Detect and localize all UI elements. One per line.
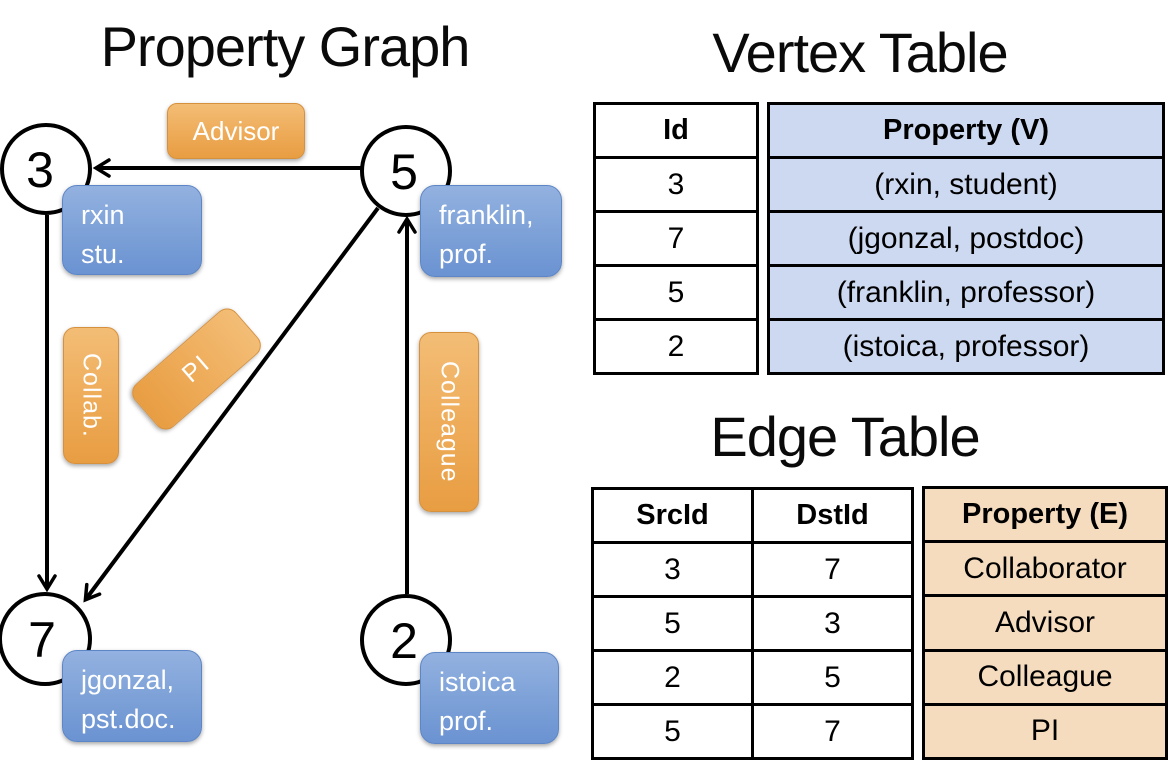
vertex-table-property-column: Property (V) (rxin, student) (jgonzal, p… <box>767 102 1165 375</box>
node-label-2: istoica prof. <box>420 652 559 744</box>
edge-table-dstid-cell: 3 <box>754 598 911 652</box>
edge-table-srcid-column: SrcId 3 5 2 5 <box>594 490 754 757</box>
node-label-7-line1: jgonzal, <box>81 665 175 695</box>
edge-5-to-7 <box>83 206 380 603</box>
edge-table-header-srcid: SrcId <box>594 490 751 544</box>
edge-label-advisor: Advisor <box>167 103 305 159</box>
edge-label-collab-text: Collab. <box>77 353 106 438</box>
node-label-3-line1: rxin <box>81 200 125 230</box>
vertex-table-id-column: Id 3 7 5 2 <box>593 102 759 375</box>
edge-table-title: Edge Table <box>710 405 980 468</box>
vertex-table-property-cell: (rxin, student) <box>770 159 1162 213</box>
property-graph-title: Property Graph <box>100 15 471 78</box>
edge-table-property-cell: Colleague <box>925 651 1165 706</box>
edge-table-property-column: Property (E) Collaborator Advisor Collea… <box>922 486 1168 760</box>
node-label-5: franklin, prof. <box>420 185 562 277</box>
vertex-table-property-cell: (franklin, professor) <box>770 267 1162 321</box>
edge-table-property-cell: PI <box>925 705 1165 758</box>
vertex-table-id-cell: 2 <box>667 329 685 363</box>
node-label-5-line1: franklin, <box>439 200 534 230</box>
node-id-7: 7 <box>28 612 56 668</box>
node-label-5-line2: prof. <box>439 239 494 269</box>
node-label-7: jgonzal, pst.doc. <box>62 650 202 742</box>
edge-table-header-dstid: DstId <box>754 490 911 544</box>
node-label-3-line2: stu. <box>81 239 125 269</box>
edge-table-srcid-cell: 2 <box>594 652 751 706</box>
edge-table-dstid-column: DstId 7 3 5 7 <box>754 490 911 757</box>
node-label-2-line2: prof. <box>439 706 494 736</box>
edge-table-property-cell: Collaborator <box>925 543 1165 598</box>
edge-table-dstid-cell: 7 <box>754 544 911 598</box>
node-label-2-line1: istoica <box>439 667 516 697</box>
edge-label-collab: Collab. <box>63 327 119 464</box>
edge-label-advisor-text: Advisor <box>192 116 280 146</box>
edge-table-header-property: Property (E) <box>925 489 1165 544</box>
property-graph-canvas: 3 5 7 2 <box>0 123 452 686</box>
vertex-table-id-cell: 3 <box>596 159 756 213</box>
edge-label-colleague-text: Colleague <box>435 361 464 483</box>
node-id-2: 2 <box>390 613 418 669</box>
vertex-table-property-cell: (istoica, professor) <box>770 321 1162 372</box>
node-id-5: 5 <box>390 144 418 200</box>
node-label-7-line2: pst.doc. <box>81 704 176 734</box>
edge-table-srcid-cell: 3 <box>594 544 751 598</box>
vertex-table-header-id: Id <box>596 105 756 159</box>
edge-table-property-cell: Advisor <box>925 597 1165 652</box>
vertex-table-property-cell: (jgonzal, postdoc) <box>770 213 1162 267</box>
edge-table-srcid-cell: 5 <box>664 714 681 748</box>
node-label-3: rxin stu. <box>62 185 202 275</box>
vertex-table-id-cell: 5 <box>596 267 756 321</box>
vertex-table-id-cell: 7 <box>596 213 756 267</box>
edge-label-pi-text: PI <box>176 348 216 389</box>
edge-table-dstid-cell: 5 <box>754 652 911 706</box>
vertex-table-title: Vertex Table <box>712 21 1008 84</box>
node-id-3: 3 <box>26 142 54 198</box>
edge-table-srcid-cell: 5 <box>594 598 751 652</box>
edge-label-colleague: Colleague <box>419 332 479 512</box>
edge-table-dstid-cell: 7 <box>824 714 841 748</box>
edge-table-id-columns: SrcId 3 5 2 5 DstId 7 3 5 7 <box>591 487 914 760</box>
vertex-table-header-property: Property (V) <box>770 105 1162 159</box>
